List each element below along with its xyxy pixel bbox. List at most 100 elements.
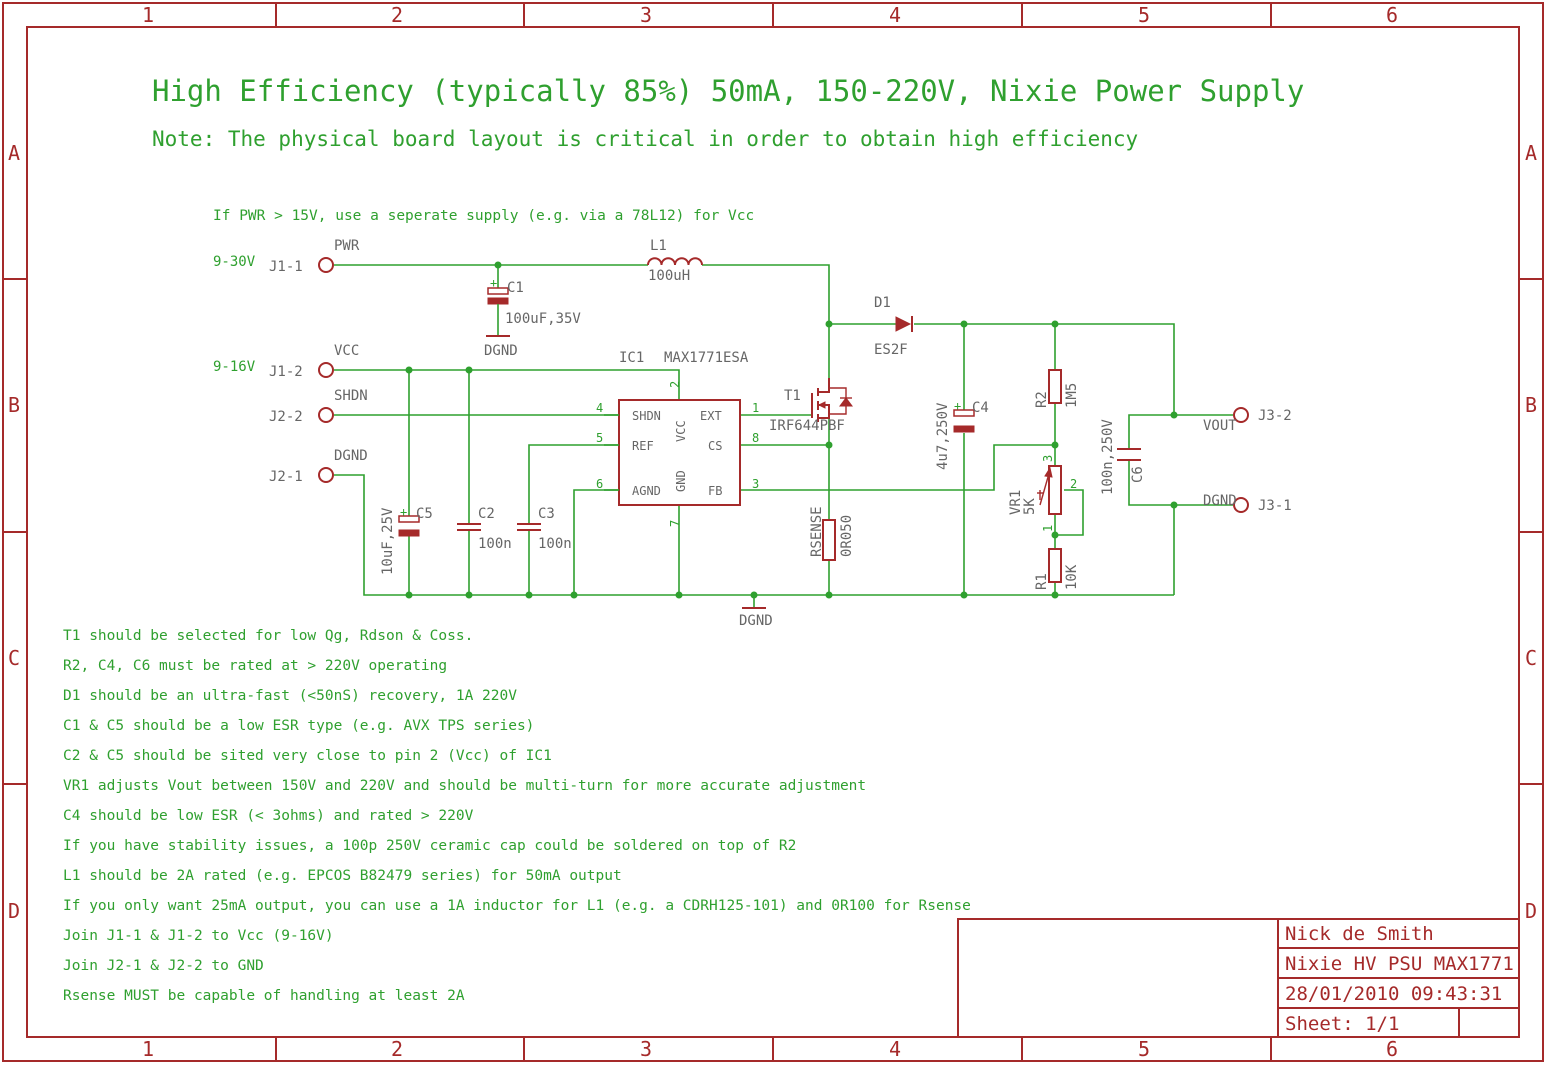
connector-j2-2: J2-2 bbox=[269, 409, 303, 425]
pad-j1-1 bbox=[318, 257, 334, 273]
col-label-top-2: 2 bbox=[391, 3, 403, 27]
net-label-dgnd: DGND bbox=[334, 448, 368, 464]
vcc-voltage-range: 9-16V bbox=[213, 359, 256, 375]
ic1-pinnum-vcc: 2 bbox=[668, 381, 682, 388]
row-label-left-b: B bbox=[8, 393, 20, 417]
net-label-vout: VOUT bbox=[1203, 418, 1237, 434]
c1-value: 100uF,35V bbox=[505, 311, 581, 327]
t1-name: T1 bbox=[784, 388, 801, 404]
wires bbox=[334, 264, 1233, 608]
title-block-author: Nick de Smith bbox=[1285, 923, 1434, 945]
capacitor-c1: + bbox=[486, 276, 510, 337]
net-label-vcc: VCC bbox=[334, 343, 359, 359]
col-label-top-5: 5 bbox=[1138, 3, 1150, 27]
resistor-r1 bbox=[1048, 548, 1062, 583]
col-label-top-4: 4 bbox=[889, 3, 901, 27]
pad-j2-1 bbox=[318, 467, 334, 483]
design-note: VR1 adjusts Vout between 150V and 220V a… bbox=[63, 778, 866, 794]
l1-value: 100uH bbox=[648, 268, 690, 284]
capacitor-c2 bbox=[457, 523, 481, 531]
c1-ground-label: DGND bbox=[484, 343, 518, 359]
diode-d1 bbox=[895, 316, 913, 332]
col-label-top-3: 3 bbox=[640, 3, 652, 27]
c5-name: C5 bbox=[416, 506, 433, 522]
layout-note: Note: The physical board layout is criti… bbox=[152, 127, 1138, 151]
d1-name: D1 bbox=[874, 295, 891, 311]
ic1-pinnum-shdn: 4 bbox=[596, 401, 603, 415]
row-label-right-b: B bbox=[1525, 393, 1537, 417]
net-label-pwr: PWR bbox=[334, 238, 360, 254]
c1-name: C1 bbox=[507, 280, 524, 296]
ic1-pin-ext: EXT bbox=[700, 409, 722, 423]
ic1-pinnum-fb: 3 bbox=[752, 477, 759, 491]
rsense-name: RSENSE bbox=[809, 506, 825, 557]
c6-value: 100n,250V bbox=[1100, 419, 1116, 495]
row-label-right-d: D bbox=[1525, 899, 1537, 923]
resistor-rsense bbox=[822, 519, 836, 561]
pad-j1-2 bbox=[318, 362, 334, 378]
title-block-datetime: 28/01/2010 09:43:31 bbox=[1285, 983, 1502, 1005]
ic1-pin-gnd: GND bbox=[674, 470, 688, 492]
vr1-name: VR1 bbox=[1008, 490, 1024, 515]
junctions bbox=[405, 261, 1178, 599]
ic1-pinnum-agnd: 6 bbox=[596, 477, 603, 491]
title-block-sheet: Sheet: 1/1 bbox=[1285, 1013, 1399, 1035]
col-label-bottom-5: 5 bbox=[1138, 1037, 1150, 1061]
design-note: D1 should be an ultra-fast (<50nS) recov… bbox=[63, 688, 517, 704]
mosfet-t1 bbox=[811, 378, 853, 422]
connector-j1-2: J1-2 bbox=[269, 364, 303, 380]
r2-name: R2 bbox=[1034, 391, 1050, 408]
design-note: If you only want 25mA output, you can us… bbox=[63, 898, 971, 914]
pwr-voltage-range: 9-30V bbox=[213, 254, 256, 270]
ic1-pin-ref: REF bbox=[632, 439, 654, 453]
vr1-value: 5K bbox=[1022, 498, 1038, 515]
design-note: C1 & C5 should be a low ESR type (e.g. A… bbox=[63, 718, 534, 734]
c3-name: C3 bbox=[538, 506, 555, 522]
row-label-left-a: A bbox=[8, 141, 20, 165]
vr1-pin-2: 2 bbox=[1070, 477, 1077, 491]
capacitor-c6 bbox=[1117, 448, 1141, 461]
net-label-shdn: SHDN bbox=[334, 388, 368, 404]
rsense-value: 0R050 bbox=[839, 515, 855, 557]
col-label-bottom-2: 2 bbox=[391, 1037, 403, 1061]
ic1-name: IC1 bbox=[619, 350, 644, 366]
row-label-right-a: A bbox=[1525, 141, 1537, 165]
ic1-pinnum-cs: 8 bbox=[752, 431, 759, 445]
c4-value: 4u7,250V bbox=[935, 402, 951, 470]
ic1-value: MAX1771ESA bbox=[664, 350, 749, 366]
row-label-left-c: C bbox=[8, 646, 20, 670]
vr1-pin-3: 3 bbox=[1041, 455, 1055, 462]
col-label-bottom-1: 1 bbox=[142, 1037, 154, 1061]
c2-name: C2 bbox=[478, 506, 495, 522]
col-label-bottom-3: 3 bbox=[640, 1037, 652, 1061]
design-note: T1 should be selected for low Qg, Rdson … bbox=[63, 628, 473, 644]
schematic-title: High Efficiency (typically 85%) 50mA, 15… bbox=[152, 74, 1304, 108]
c5-value: 10uF,25V bbox=[380, 507, 396, 575]
svg-text:+: + bbox=[954, 399, 961, 413]
ic1-pin-fb: FB bbox=[708, 484, 722, 498]
capacitor-c3 bbox=[517, 523, 541, 531]
row-label-left-d: D bbox=[8, 899, 20, 923]
c2-value: 100n bbox=[478, 536, 512, 552]
r1-name: R1 bbox=[1034, 573, 1050, 590]
row-label-right-c: C bbox=[1525, 646, 1537, 670]
ic1-pinnum-ref: 5 bbox=[596, 431, 603, 445]
pad-j3-1 bbox=[1233, 497, 1249, 513]
ic1-pinnum-gnd: 7 bbox=[668, 520, 682, 527]
col-label-top-1: 1 bbox=[142, 3, 154, 27]
design-note: L1 should be 2A rated (e.g. EPCOS B82479… bbox=[63, 868, 622, 884]
ic1-pin-shdn: SHDN bbox=[632, 409, 661, 423]
pad-j2-2 bbox=[318, 407, 334, 423]
potentiometer-vr1 bbox=[1037, 465, 1062, 515]
connector-j3-2: J3-2 bbox=[1258, 408, 1292, 424]
supply-note: If PWR > 15V, use a seperate supply (e.g… bbox=[213, 208, 754, 224]
design-note: Join J1-1 & J1-2 to Vcc (9-16V) bbox=[63, 928, 334, 944]
vr1-pin-1: 1 bbox=[1041, 525, 1055, 532]
capacitor-c4: + bbox=[953, 399, 975, 433]
ic-max1771 bbox=[604, 399, 741, 506]
connector-j3-1: J3-1 bbox=[1258, 498, 1292, 514]
net-label-dgnd-out: DGND bbox=[1203, 493, 1237, 509]
r2-value: 1M5 bbox=[1064, 383, 1080, 408]
c3-value: 100n bbox=[538, 536, 572, 552]
